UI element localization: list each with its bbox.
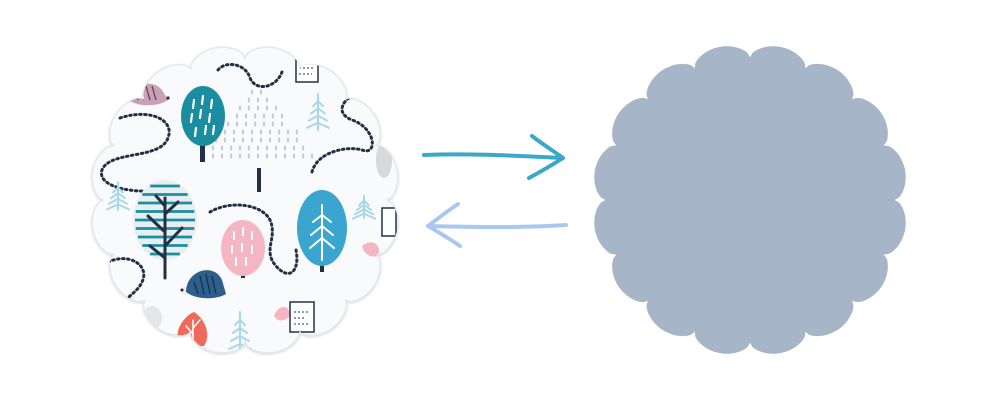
pattern-dot [235,113,239,119]
pattern-dash [193,126,198,138]
pattern-dot [229,153,233,159]
pattern-dot [229,145,233,151]
pattern-dot [259,129,263,135]
pattern-dot [244,113,248,119]
pattern-dash [211,124,216,136]
pattern-dot [256,153,260,159]
pattern-dot [262,121,266,127]
pattern-dot [235,121,239,127]
note-card-icon [381,207,397,237]
fern-icon [106,181,130,211]
pattern-dot [295,137,299,143]
pattern-dot [247,105,251,111]
pattern-dot [283,145,287,151]
pattern-dot [271,113,275,119]
pattern-dot [310,153,314,159]
pattern-dot [232,137,236,143]
trunk-mark [257,168,261,192]
pattern-dot [211,153,215,159]
pattern-dot [265,97,269,103]
tree-icon [181,86,225,162]
pattern-dash [209,98,214,110]
fern-icon [306,93,330,131]
pattern-dot [283,153,287,159]
pattern-dot [265,153,269,159]
pattern-dot [292,145,296,151]
pattern-dot [286,137,290,143]
front-mat-side [91,46,399,354]
pattern-dot [271,121,275,127]
pattern-dot [295,129,299,135]
dot-triangle [202,89,314,159]
pattern-dot [244,121,248,127]
pattern-dot [256,105,260,111]
pattern-dot [277,137,281,143]
pattern-dot [274,105,278,111]
pattern-dash [198,108,203,120]
dotted-path [310,90,374,174]
hedgehog-icon [178,270,226,299]
pattern-dot [268,137,272,143]
dotted-path [208,203,299,275]
pattern-dot [232,129,236,135]
pattern-dot [247,153,251,159]
pattern-dot [259,89,263,95]
pattern-dot [262,113,266,119]
dotted-path [100,112,172,193]
pattern-dot [286,129,290,135]
arrow-right-icon [422,134,565,180]
pattern-dot [250,137,254,143]
pattern-dash [200,94,205,106]
tree-icon [133,180,197,280]
pattern-dot [247,97,251,103]
pattern-dot [301,153,305,159]
pattern-dot [241,129,245,135]
note-card-icon [295,59,319,83]
flip-arrows [422,134,568,248]
pattern-dot [247,145,251,151]
pattern-dash [189,112,194,124]
pattern-dot [256,145,260,151]
back-mat-shape [594,46,906,354]
pattern-dot [238,105,242,111]
pattern-dot [238,153,242,159]
pattern-dot [277,129,281,135]
note-card-icon [289,301,315,333]
pattern-dash [207,112,212,124]
pattern-dot [253,113,257,119]
back-mat-side [594,46,906,354]
pattern-dot [259,137,263,143]
pattern-dot [223,129,227,135]
pattern-dot [250,89,254,95]
pattern-dot [241,137,245,143]
pattern-dot [256,97,260,103]
pattern-dot [265,145,269,151]
pattern-dot [265,105,269,111]
pattern-dot [274,153,278,159]
leaf-icon [274,242,379,321]
arrow-left-icon [426,202,568,248]
pattern-dot [238,145,242,151]
dotted-path [216,62,284,88]
pattern-dot [220,145,224,151]
pattern-dot [292,153,296,159]
tree-icon [221,220,265,278]
pattern-dot [220,153,224,159]
pattern-dot [223,137,227,143]
pattern-dot [250,129,254,135]
pattern-dash [203,124,208,136]
pattern-dot [268,129,272,135]
pattern-dot [280,113,284,119]
pattern-dot [211,145,215,151]
tree-icon [297,190,347,272]
pattern-dot [226,121,230,127]
pattern-dot [253,121,257,127]
pattern-dot [274,145,278,151]
pattern-dot [280,121,284,127]
pattern-dash [191,98,196,110]
pattern-dot [301,145,305,151]
fern-icon [352,195,376,220]
